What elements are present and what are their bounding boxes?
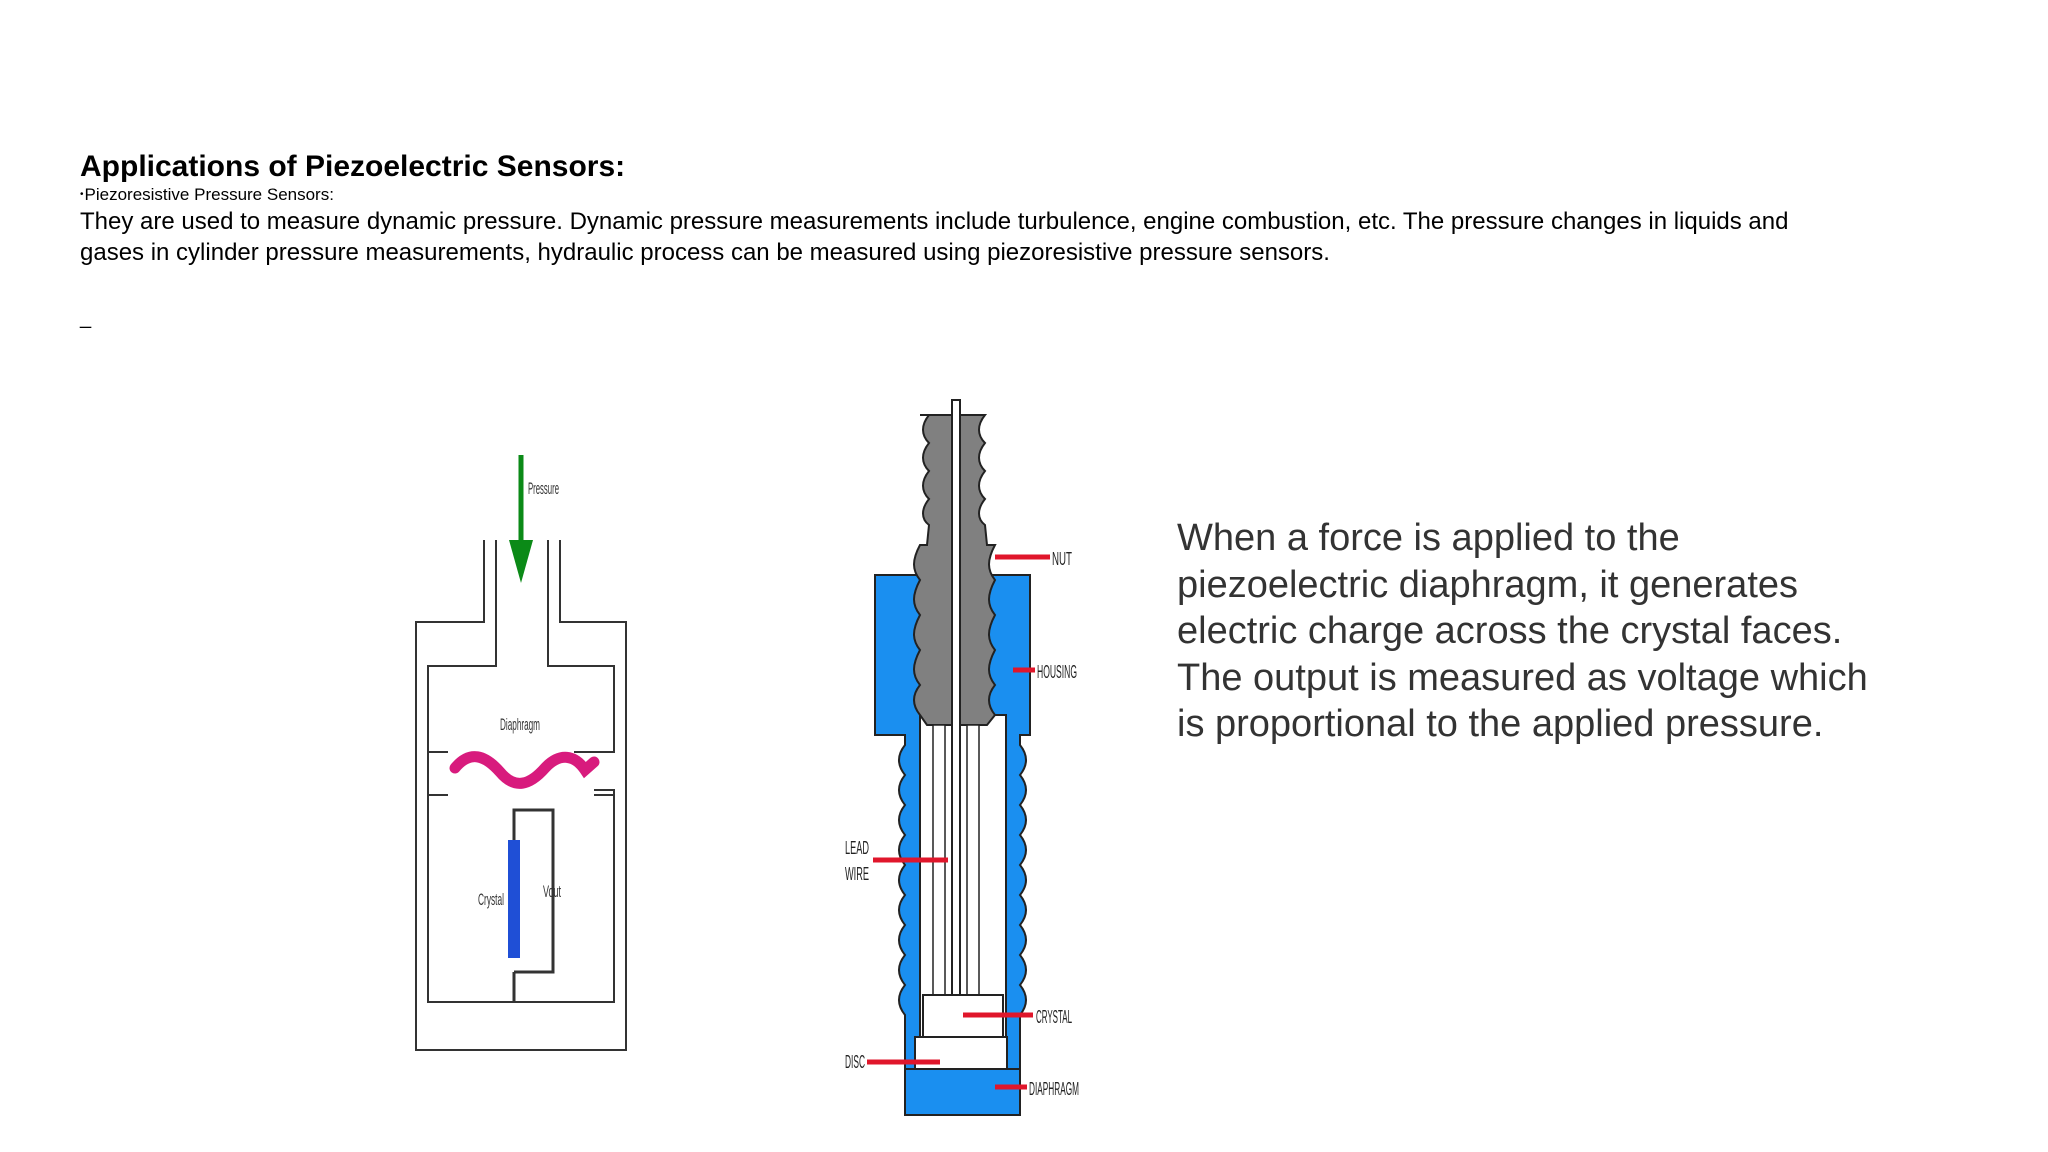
diaphragm-label: Diaphragm: [500, 715, 540, 734]
outer-housing: [415, 540, 627, 1051]
diaphragm-label: DIAPHRAGM: [1029, 1079, 1079, 1099]
lead-label: LEAD: [845, 838, 869, 858]
pressure-label: Pressure: [528, 479, 559, 498]
inner-cavity: [427, 540, 615, 1003]
caption-text: When a force is applied to the piezoelec…: [1177, 517, 1868, 745]
text-cursor: _: [80, 307, 92, 329]
slide-title: Applications of Piezoelectric Sensors:: [80, 150, 626, 183]
crystal: [508, 840, 520, 958]
piezo-sensor-cutaway: NUT HOUSING LEAD WIRE CRYSTAL DISC DIAPH…: [845, 399, 1079, 1116]
bullet-marker: •: [80, 189, 84, 200]
wire-label: WIRE: [845, 864, 869, 884]
pressure-sensor-schematic: Pressure Diaphragm Crystal Vout: [415, 455, 627, 1051]
vout-circuit: [512, 808, 555, 1002]
diaphragm-base: [904, 1068, 1021, 1116]
bullet-text: Piezoresistive Pressure Sensors:: [84, 185, 334, 204]
diaphragm: [449, 751, 600, 789]
bullet-item: •Piezoresistive Pressure Sensors:: [80, 185, 334, 205]
disc-label: DISC: [845, 1052, 865, 1072]
pressure-arrow-head: [509, 540, 533, 583]
crystal-label: Crystal: [478, 890, 504, 909]
nut-label: NUT: [1052, 549, 1072, 569]
vout-label: Vout: [543, 882, 561, 901]
crystal-label: CRYSTAL: [1036, 1007, 1072, 1027]
housing-label: HOUSING: [1037, 662, 1077, 682]
lead-wire-rod: [951, 399, 961, 1041]
body-paragraph: They are used to measure dynamic pressur…: [80, 208, 1789, 266]
